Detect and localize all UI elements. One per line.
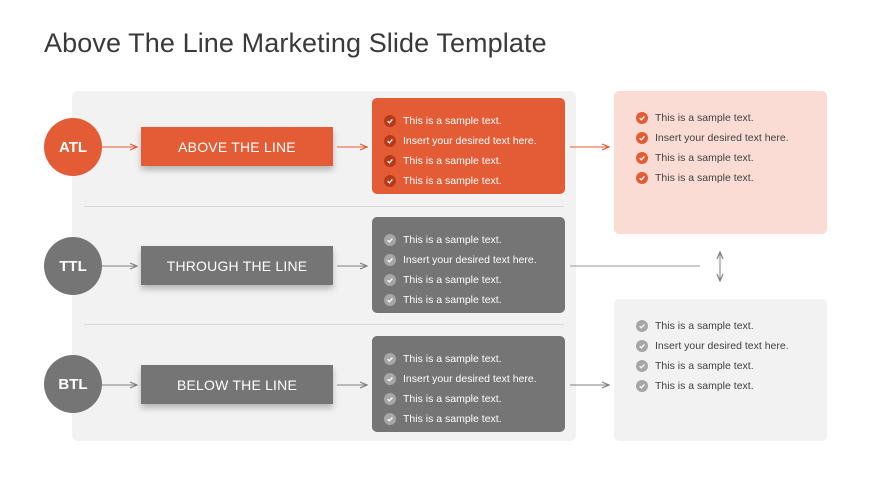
list-item-text: Insert your desired text here. — [403, 373, 537, 385]
atl-result-box: This is a sample text. Insert your desir… — [614, 91, 827, 234]
check-circle-icon — [384, 393, 396, 405]
check-circle-icon — [384, 155, 396, 167]
btl-list-box: This is a sample text. Insert your desir… — [372, 336, 565, 432]
list-item-text: This is a sample text. — [655, 360, 754, 372]
list-item-text: Insert your desired text here. — [403, 135, 537, 147]
check-circle-icon — [636, 340, 648, 352]
list-item-text: This is a sample text. — [403, 155, 502, 167]
check-circle-icon — [384, 413, 396, 425]
list-item-text: Insert your desired text here. — [655, 340, 789, 352]
ttl-label-box: THROUGH THE LINE — [141, 246, 333, 285]
check-circle-icon — [636, 152, 648, 164]
check-circle-icon — [384, 234, 396, 246]
list-item-text: This is a sample text. — [403, 115, 502, 127]
list-item-text: This is a sample text. — [655, 320, 754, 332]
list-item-text: This is a sample text. — [403, 353, 502, 365]
btl-result-box: This is a sample text. Insert your desir… — [614, 299, 827, 441]
atl-circle: ATL — [44, 118, 102, 176]
check-circle-icon — [384, 115, 396, 127]
list-item-text: This is a sample text. — [655, 112, 754, 124]
list-item: This is a sample text. — [636, 316, 827, 336]
atl-abbr: ATL — [58, 138, 88, 156]
check-circle-icon — [636, 112, 648, 124]
ttl-circle: TTL — [44, 237, 102, 295]
btl-abbr: BTL — [58, 375, 88, 393]
list-item: This is a sample text. — [384, 111, 565, 131]
btl-label: BELOW THE LINE — [176, 376, 298, 393]
list-item: This is a sample text. — [384, 151, 565, 171]
list-item: This is a sample text. — [636, 168, 827, 188]
list-item-text: This is a sample text. — [403, 393, 502, 405]
list-item-text: This is a sample text. — [403, 294, 502, 306]
list-item-text: This is a sample text. — [403, 274, 502, 286]
list-item: This is a sample text. — [384, 171, 565, 191]
check-circle-icon — [636, 172, 648, 184]
list-item-text: This is a sample text. — [403, 234, 502, 246]
ttl-list-box: This is a sample text. Insert your desir… — [372, 217, 565, 313]
check-circle-icon — [636, 360, 648, 372]
list-item: This is a sample text. — [384, 290, 565, 310]
list-item-text: This is a sample text. — [655, 152, 754, 164]
list-item: Insert your desired text here. — [384, 369, 565, 389]
list-item-text: Insert your desired text here. — [403, 254, 537, 266]
list-item: This is a sample text. — [636, 148, 827, 168]
list-item: Insert your desired text here. — [636, 128, 827, 148]
check-circle-icon — [384, 353, 396, 365]
list-item: This is a sample text. — [636, 376, 827, 396]
list-item: Insert your desired text here. — [636, 336, 827, 356]
list-item: This is a sample text. — [384, 349, 565, 369]
list-item-text: This is a sample text. — [403, 175, 502, 187]
list-item: This is a sample text. — [384, 270, 565, 290]
list-item-text: This is a sample text. — [655, 380, 754, 392]
check-circle-icon — [384, 135, 396, 147]
row-divider — [84, 324, 564, 325]
list-item: Insert your desired text here. — [384, 250, 565, 270]
slide-title: Above The Line Marketing Slide Template — [44, 28, 547, 58]
list-item-text: Insert your desired text here. — [655, 132, 789, 144]
row-divider — [84, 206, 564, 207]
list-item-text: This is a sample text. — [655, 172, 754, 184]
list-item: This is a sample text. — [384, 230, 565, 250]
list-item: Insert your desired text here. — [384, 131, 565, 151]
check-circle-icon — [384, 175, 396, 187]
list-item-text: This is a sample text. — [403, 413, 502, 425]
check-circle-icon — [636, 132, 648, 144]
check-circle-icon — [384, 254, 396, 266]
list-item: This is a sample text. — [636, 108, 827, 128]
list-item: This is a sample text. — [384, 389, 565, 409]
ttl-label: THROUGH THE LINE — [166, 257, 308, 274]
list-item: This is a sample text. — [384, 409, 565, 429]
atl-label-box: ABOVE THE LINE — [141, 127, 333, 166]
btl-label-box: BELOW THE LINE — [141, 365, 333, 404]
check-circle-icon — [636, 380, 648, 392]
btl-circle: BTL — [44, 355, 102, 413]
atl-list-box: This is a sample text. Insert your desir… — [372, 98, 565, 194]
ttl-abbr: TTL — [59, 257, 87, 275]
list-item: This is a sample text. — [636, 356, 827, 376]
atl-label: ABOVE THE LINE — [178, 138, 296, 155]
check-circle-icon — [636, 320, 648, 332]
check-circle-icon — [384, 274, 396, 286]
check-circle-icon — [384, 373, 396, 385]
check-circle-icon — [384, 294, 396, 306]
